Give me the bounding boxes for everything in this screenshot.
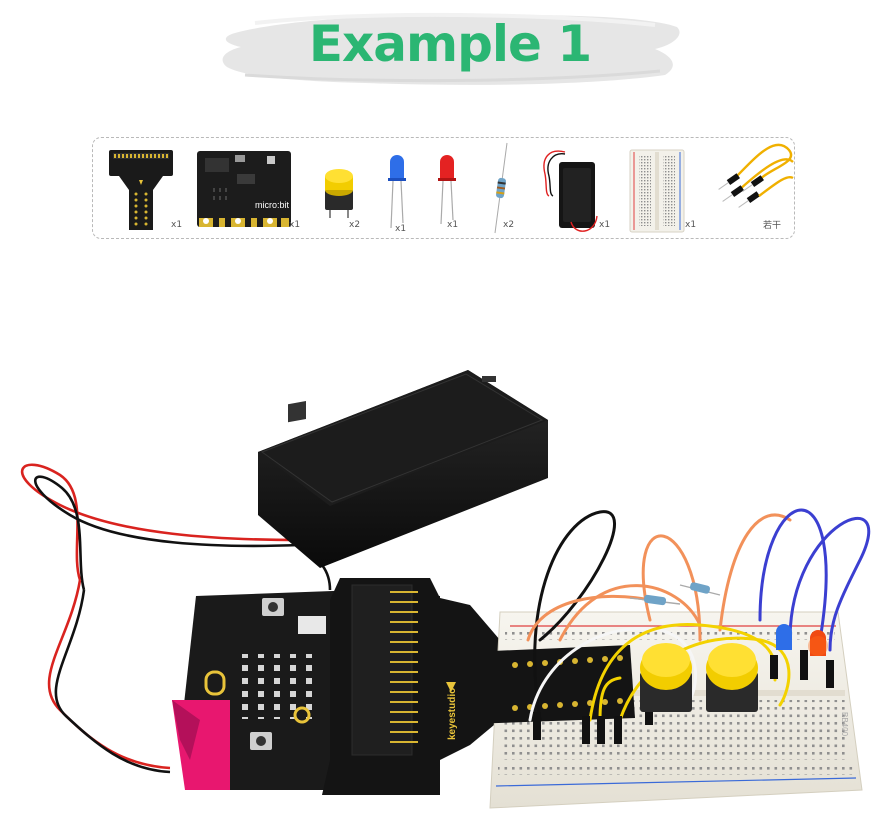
qty-breadboard: x1	[685, 220, 697, 230]
qty-push-button: x2	[349, 220, 361, 230]
part-red-led: x1	[431, 138, 466, 238]
microbit-label: micro:bit	[255, 200, 290, 210]
title-banner: Example 1	[215, 5, 685, 90]
part-blue-led: x1	[381, 138, 416, 238]
expansion-board-icon	[109, 150, 173, 230]
red-led-icon	[438, 155, 456, 225]
push-buttons	[640, 643, 758, 712]
keyestudio-label: keyestudio	[447, 688, 458, 740]
microbit-icon: micro:bit	[197, 151, 291, 227]
part-battery-holder: x1	[535, 138, 615, 238]
battery-holder	[258, 370, 548, 568]
qty-blue-led: x1	[395, 224, 407, 234]
part-expansion-board: x1	[105, 138, 183, 238]
breadboard-icon	[629, 149, 685, 233]
blue-led-icon	[388, 155, 406, 229]
assembled-circuit-photo: keyestudio BB400	[20, 370, 871, 809]
part-push-button: x2	[319, 138, 364, 238]
part-resistor: x2	[485, 138, 520, 238]
resistors	[629, 582, 721, 606]
qty-battery-holder: x1	[599, 220, 611, 230]
pin-header	[470, 645, 635, 724]
battery-holder-icon	[543, 150, 598, 232]
qty-jumper-wires: 若干	[763, 221, 782, 231]
part-breadboard: x1	[626, 138, 696, 238]
breadboard-marking: BB400	[840, 712, 849, 737]
qty-resistor: x2	[503, 220, 515, 230]
jumper-pin-ends	[533, 650, 834, 744]
part-microbit: micro:bit x1	[193, 138, 303, 238]
expansion-board: keyestudio	[322, 578, 500, 795]
qty-microbit: x1	[289, 220, 301, 230]
qty-red-led: x1	[447, 220, 459, 230]
jumper-wires-icon	[718, 143, 794, 208]
part-jumper-wires: 若干	[705, 138, 795, 238]
resistor-icon	[494, 142, 508, 234]
parts-panel: x1 micro:bit x1	[92, 137, 795, 239]
push-button-icon	[325, 169, 353, 218]
jumper-wires	[526, 508, 871, 722]
page-title: Example 1	[308, 15, 592, 73]
brush-stroke-background	[222, 12, 680, 85]
qty-expansion-board: x1	[171, 220, 183, 230]
leds	[776, 624, 828, 656]
